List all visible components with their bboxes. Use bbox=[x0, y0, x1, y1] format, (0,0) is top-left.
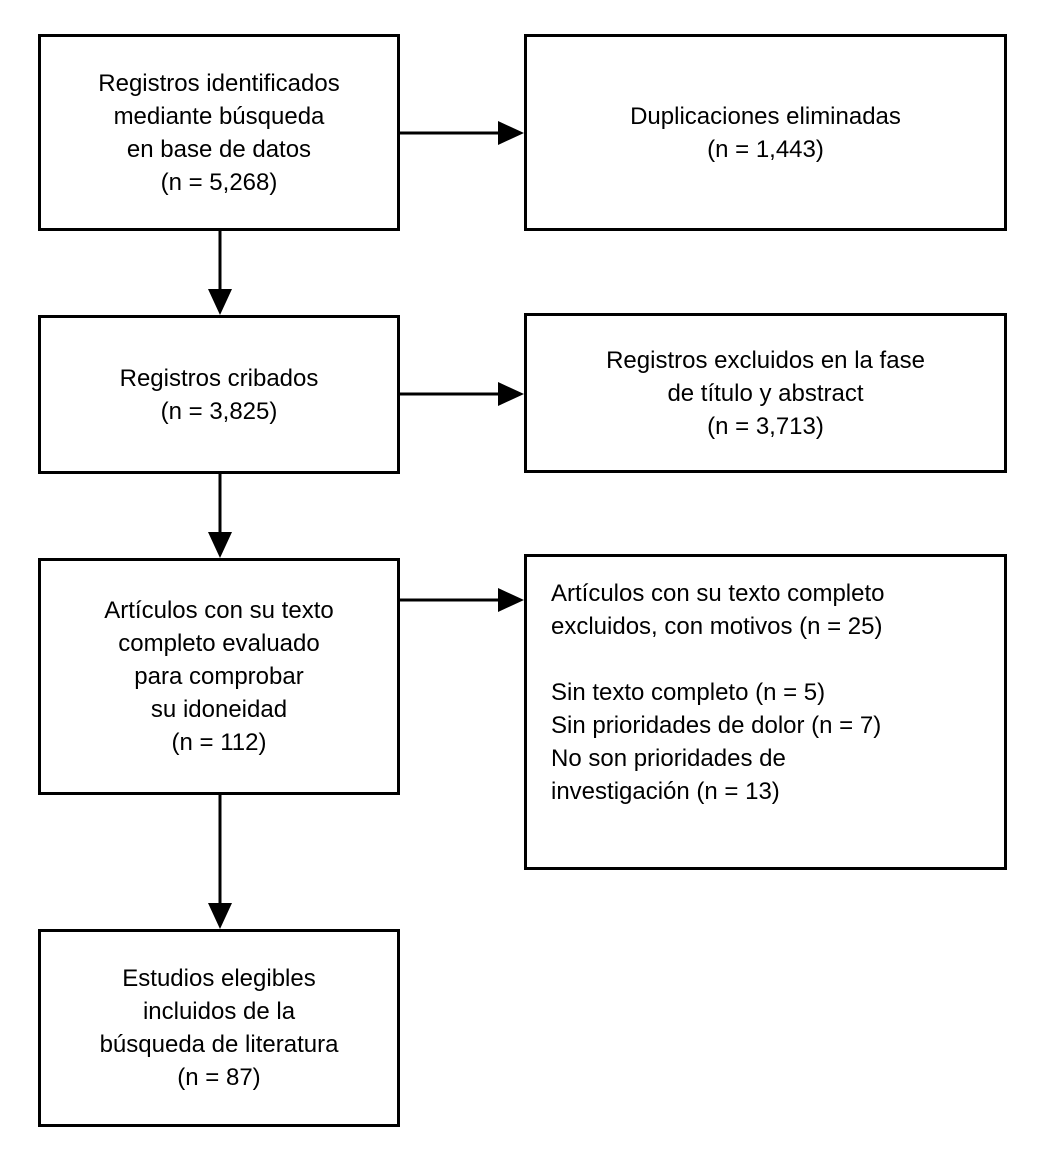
arrow-fulltext-to-included bbox=[208, 795, 232, 929]
flow-box-records-excluded-title-abstract: Registros excluidos en la fase de título… bbox=[524, 313, 1007, 473]
flow-box-fulltext-excluded-reasons: Artículos con su texto completo excluido… bbox=[524, 554, 1007, 870]
arrow-identified-to-duplicates bbox=[400, 121, 524, 145]
flow-box-fulltext-assessed: Artículos con su texto completo evaluado… bbox=[38, 558, 400, 795]
arrow-fulltext-to-excluded bbox=[400, 588, 524, 612]
arrow-screened-to-excluded bbox=[400, 382, 524, 406]
flow-box-records-screened: Registros cribados (n = 3,825) bbox=[38, 315, 400, 474]
flow-box-records-identified: Registros identificados mediante búsqued… bbox=[38, 34, 400, 231]
flow-box-duplicates-removed: Duplicaciones eliminadas (n = 1,443) bbox=[524, 34, 1007, 231]
arrow-screened-to-fulltext bbox=[208, 474, 232, 558]
flow-box-studies-included: Estudios elegibles incluidos de la búsqu… bbox=[38, 929, 400, 1127]
arrow-identified-to-screened bbox=[208, 231, 232, 315]
